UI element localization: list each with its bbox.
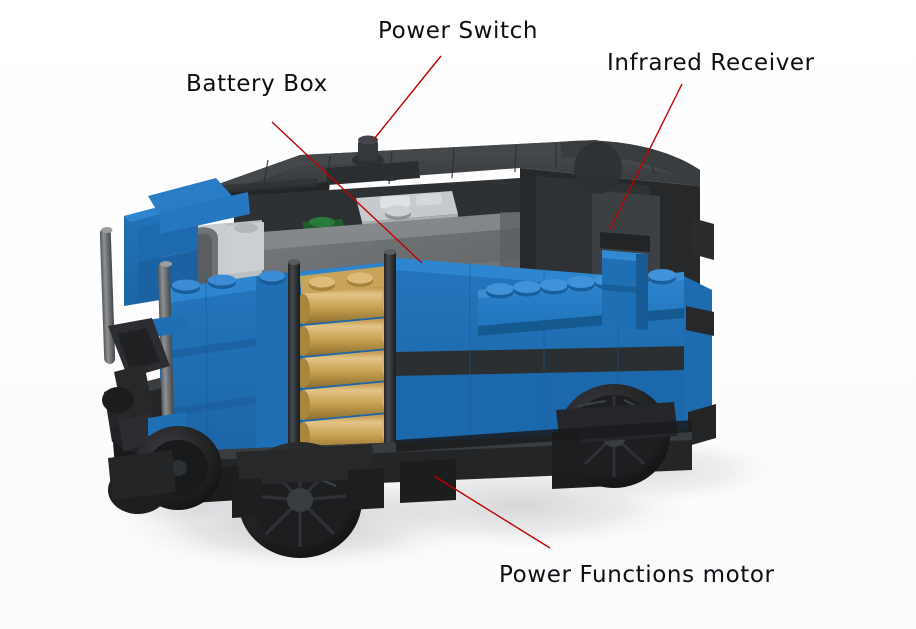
connecting-rod <box>102 318 170 420</box>
frame-edge <box>396 420 692 452</box>
annotation-label-infrared-receiver: Infrared Receiver <box>607 50 815 76</box>
cage-bars <box>288 249 396 471</box>
annotation-label-battery-box: Battery Box <box>186 71 328 97</box>
wheel-middle <box>232 442 384 558</box>
rear-buffer <box>684 218 716 446</box>
battery-cluster <box>296 262 396 452</box>
annotation-label-power-switch: Power Switch <box>378 18 539 44</box>
front-step <box>108 450 176 514</box>
infrared-receiver <box>600 232 650 330</box>
annotation-label-power-functions-motor: Power Functions motor <box>499 562 775 588</box>
